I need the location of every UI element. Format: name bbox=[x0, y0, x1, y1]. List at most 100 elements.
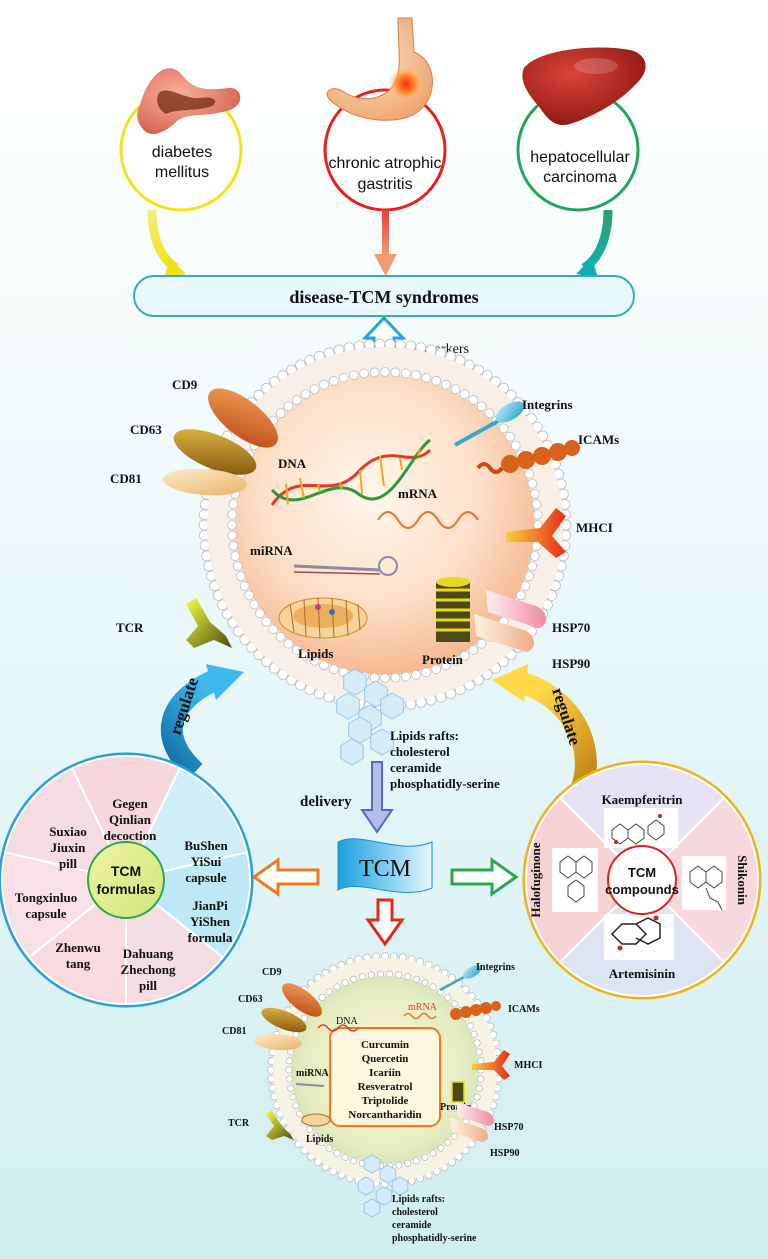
lipid-bead bbox=[380, 367, 390, 377]
regulate-left-arrow bbox=[160, 669, 220, 781]
compounds-center-line2: compounds bbox=[605, 882, 679, 897]
small-integrin-icon bbox=[439, 965, 482, 992]
lipid-bead bbox=[510, 440, 521, 451]
lipids-label: Lipids bbox=[298, 646, 333, 661]
lipid-bead bbox=[459, 389, 470, 400]
disease-gastritis: chronic atrophic gastritis bbox=[323, 17, 447, 212]
lipid-bead bbox=[529, 488, 540, 499]
cargo-compound-5: Norcantharidin bbox=[348, 1109, 421, 1121]
small-vesicle: Curcumin Quercetin Icariin Resveratrol T… bbox=[222, 952, 542, 1244]
lipid-bead bbox=[268, 624, 279, 635]
rafts-label-line4: phosphatidly-serine bbox=[390, 776, 500, 791]
small-lipids-label: Lipids bbox=[306, 1134, 333, 1145]
lipid-bead bbox=[228, 540, 239, 551]
lipid-bead bbox=[235, 571, 246, 582]
lipid-bead bbox=[309, 384, 320, 395]
lipid-bead bbox=[431, 375, 442, 386]
lipid-bead bbox=[261, 616, 272, 627]
small-icams-label: ICAMs bbox=[508, 1004, 540, 1015]
lipid-bead bbox=[367, 971, 375, 979]
pancreas-lesion-icon bbox=[157, 90, 216, 114]
small-cd9-label: CD9 bbox=[262, 967, 281, 978]
cd63-label: CD63 bbox=[130, 422, 162, 437]
formula-label-6-2: pill bbox=[59, 856, 77, 871]
small-protein-label: Protein bbox=[440, 1102, 472, 1113]
regulate-left-arrowhead-icon bbox=[206, 664, 244, 700]
rafts-label-line3: ceramide bbox=[390, 760, 441, 775]
lipid-bead bbox=[450, 1000, 459, 1008]
lipid-raft-hexagon bbox=[391, 1176, 409, 1196]
lipid-bead bbox=[441, 379, 451, 390]
lipid-bead bbox=[520, 581, 531, 591]
small-hsp90-label: HSP90 bbox=[490, 1148, 519, 1159]
lipid-bead bbox=[333, 983, 341, 991]
integrin-protein-icon bbox=[454, 401, 525, 447]
lipid-bead bbox=[318, 993, 326, 1002]
lipid-bead bbox=[380, 673, 390, 683]
lipid-bead bbox=[369, 367, 380, 378]
small-cd81-label: CD81 bbox=[222, 1026, 246, 1037]
formula-label-6-0: Suxiao bbox=[49, 824, 87, 839]
icams-label: ICAMs bbox=[578, 432, 619, 447]
icam-protein-icon bbox=[476, 440, 580, 474]
compound-label-artemisinin: Artemisinin bbox=[609, 966, 676, 981]
small-tcr-icon bbox=[266, 1110, 294, 1140]
hcc-arrowhead-icon bbox=[576, 258, 598, 278]
delivery-label: delivery bbox=[300, 794, 352, 810]
lipid-bead bbox=[524, 468, 535, 479]
lipid-bead bbox=[450, 1132, 459, 1140]
lipid-bead bbox=[228, 499, 239, 510]
formula-label-1-1: YiSui bbox=[191, 854, 222, 869]
lipid-bead bbox=[230, 551, 241, 562]
small-hsp90-icon bbox=[450, 1118, 488, 1142]
to-compounds-arrow-icon bbox=[450, 857, 519, 897]
small-dna-icon bbox=[317, 1024, 359, 1032]
small-rafts-label-line2: cholesterol bbox=[392, 1207, 438, 1218]
formula-label-0-0: Gegen bbox=[112, 796, 148, 811]
formula-sectors bbox=[1, 755, 251, 1006]
lipid-bead bbox=[358, 973, 366, 981]
lipid-bead bbox=[319, 379, 329, 390]
lipid-bead bbox=[350, 1157, 358, 1165]
lipid-bead bbox=[300, 1014, 308, 1022]
lipid-bead bbox=[348, 370, 359, 381]
lipid-raft-hexagon bbox=[363, 1154, 381, 1174]
small-mrna-label: mRNA bbox=[408, 1002, 438, 1013]
small-lipid-rafts-hexagons-icon bbox=[357, 1154, 409, 1218]
diabetes-label-line1: diabetes bbox=[152, 144, 213, 161]
liver-highlight-icon bbox=[574, 58, 618, 74]
formula-label-5-0: Tongxinluo bbox=[15, 890, 77, 905]
lipid-bead bbox=[300, 389, 311, 400]
lipid-bead bbox=[400, 368, 411, 379]
lipid-raft-hexagon bbox=[375, 1186, 393, 1206]
lipid-bead bbox=[239, 581, 250, 591]
small-cd9-icon bbox=[282, 983, 322, 1017]
small-hsp70-icon bbox=[456, 1102, 494, 1126]
lipid-bead bbox=[289, 1093, 297, 1101]
lipid-bead bbox=[333, 1149, 341, 1157]
lipid-raft-hexagon bbox=[363, 1198, 381, 1218]
lipid-raft-hexagon bbox=[370, 728, 394, 756]
tcm-formulas-wheel: TCM formulas Gegen Qinlian decoction BuS… bbox=[0, 752, 254, 1008]
formula-label-1-0: BuShen bbox=[184, 838, 228, 853]
lipid-bead bbox=[376, 970, 385, 978]
integrins-label: Integrins bbox=[522, 397, 573, 412]
tcm-banner-icon bbox=[337, 838, 433, 893]
lipid-bead bbox=[404, 973, 412, 981]
hsp70-protein-icon bbox=[486, 590, 547, 628]
lipid-bead bbox=[227, 530, 238, 541]
mhci-label: MHCI bbox=[576, 520, 613, 535]
lipid-bead bbox=[431, 664, 442, 675]
lipid-bead bbox=[476, 1075, 485, 1083]
cargo-compound-2: Icariin bbox=[369, 1067, 401, 1079]
lipid-bead bbox=[450, 655, 461, 666]
cd9-protein-icon bbox=[208, 388, 278, 448]
small-integrins-label: Integrins bbox=[476, 962, 515, 973]
lipid-bead bbox=[283, 401, 294, 412]
tcr-receptor-icon bbox=[186, 598, 232, 648]
lipid-bead bbox=[341, 979, 349, 987]
delivery-down-arrow-icon bbox=[360, 761, 394, 834]
cd9-label: CD9 bbox=[172, 377, 198, 392]
lipid-bead bbox=[285, 1066, 293, 1074]
